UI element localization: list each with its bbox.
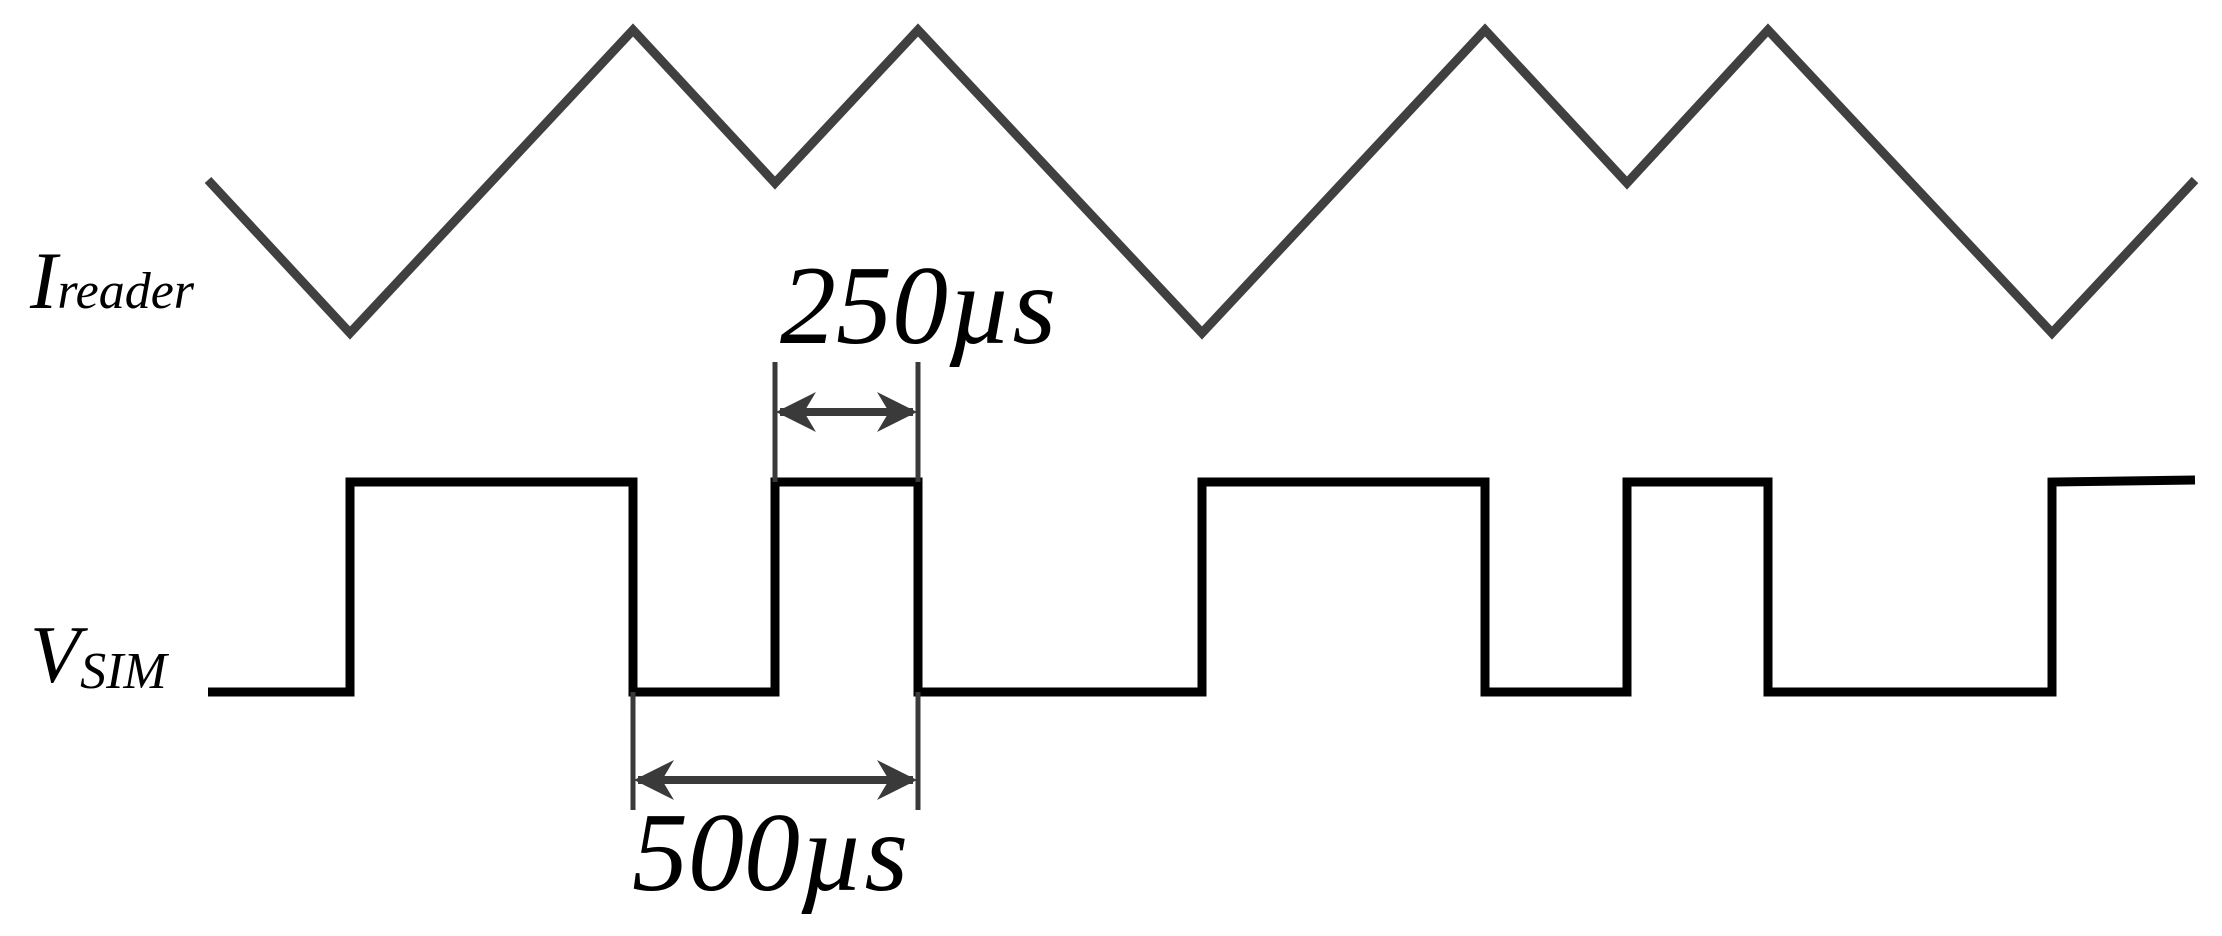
voltage-signal-label: VSIM [30,609,169,700]
current-subscript: reader [57,263,194,320]
current-waveform [204,23,2199,340]
voltage-waveform [208,475,2196,697]
voltage-symbol: V [30,609,88,700]
dim-250-label: 250µs [780,244,1056,368]
current-signal-label: Ireader [29,235,195,326]
dim-500-label: 500µs [632,791,908,915]
current-symbol: I [29,235,61,326]
voltage-subscript: SIM [80,643,169,700]
